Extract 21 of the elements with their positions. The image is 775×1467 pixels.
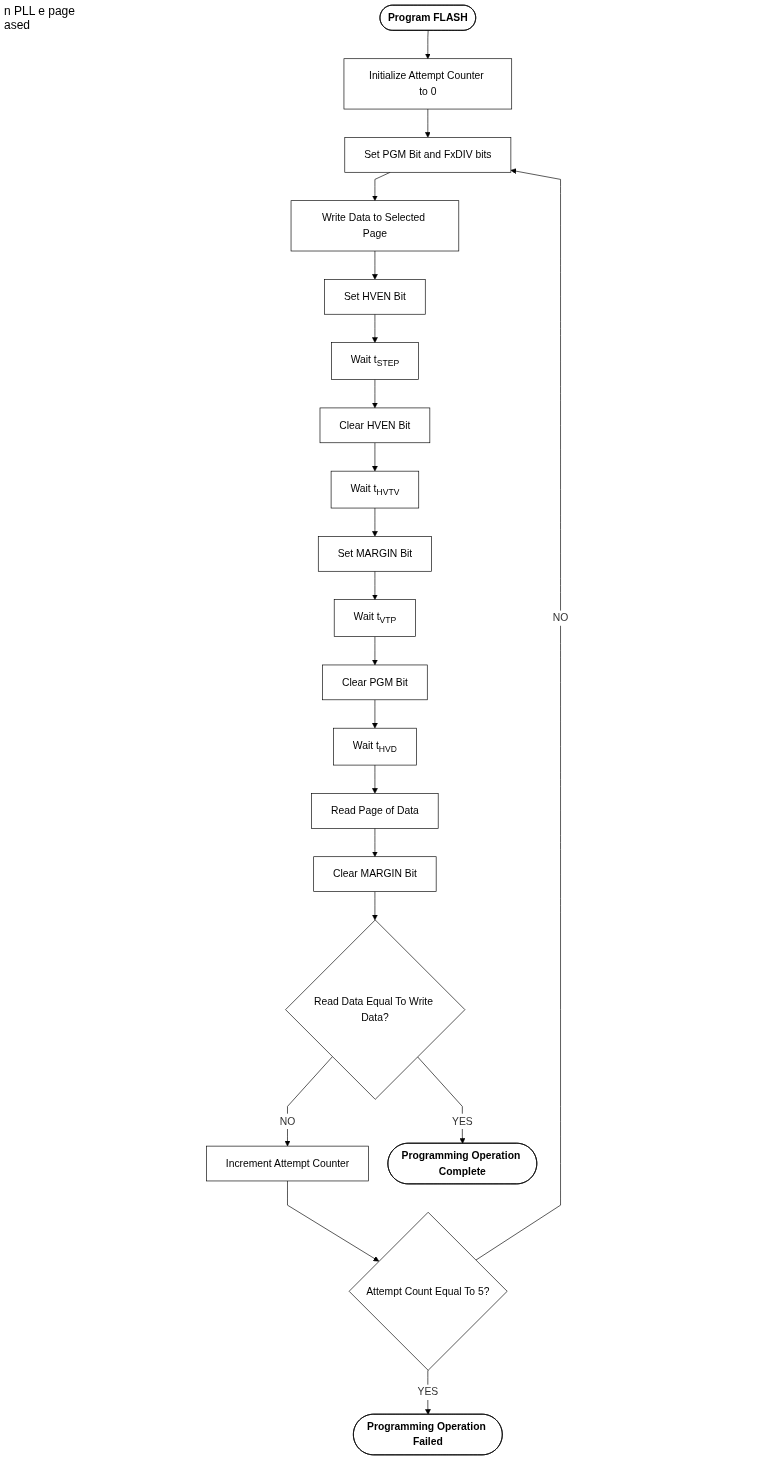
node-box: Clear MARGIN Bit: [313, 856, 437, 892]
edge-label: YES: [417, 1386, 439, 1398]
node-box: Wait t$_{HVTV}$: [330, 470, 420, 509]
node-box: Wait t$_{STEP}$: [331, 342, 419, 380]
node-box: Clear HVEN Bit: [319, 407, 431, 444]
edge-label: NO: [552, 612, 569, 624]
node-box: Set HVEN Bit: [324, 279, 426, 315]
node-box: Initialize Attempt Counter to 0: [343, 58, 513, 110]
node-box: Wait t$_{VTP}$: [334, 599, 417, 637]
note-text: n PLL e page ased: [4, 4, 76, 33]
node-box: Clear PGM Bit: [322, 664, 428, 701]
node-box: Increment Attempt Counter: [206, 1145, 369, 1182]
node-box: Set MARGIN Bit: [318, 536, 432, 572]
edge-label: NO: [279, 1115, 296, 1127]
node-diamond: Attempt Count Equal To 5?: [348, 1211, 508, 1371]
node-box: Set PGM Bit and FxDIV bits: [344, 137, 512, 173]
node-box: Read Page of Data: [311, 793, 439, 829]
node-box: Write Data to Selected Page: [290, 200, 460, 252]
edge-label: YES: [452, 1115, 473, 1127]
node-box: Wait t$_{HVD}$: [333, 727, 417, 766]
node-diamond: Read Data Equal To Write Data?: [285, 919, 466, 1100]
